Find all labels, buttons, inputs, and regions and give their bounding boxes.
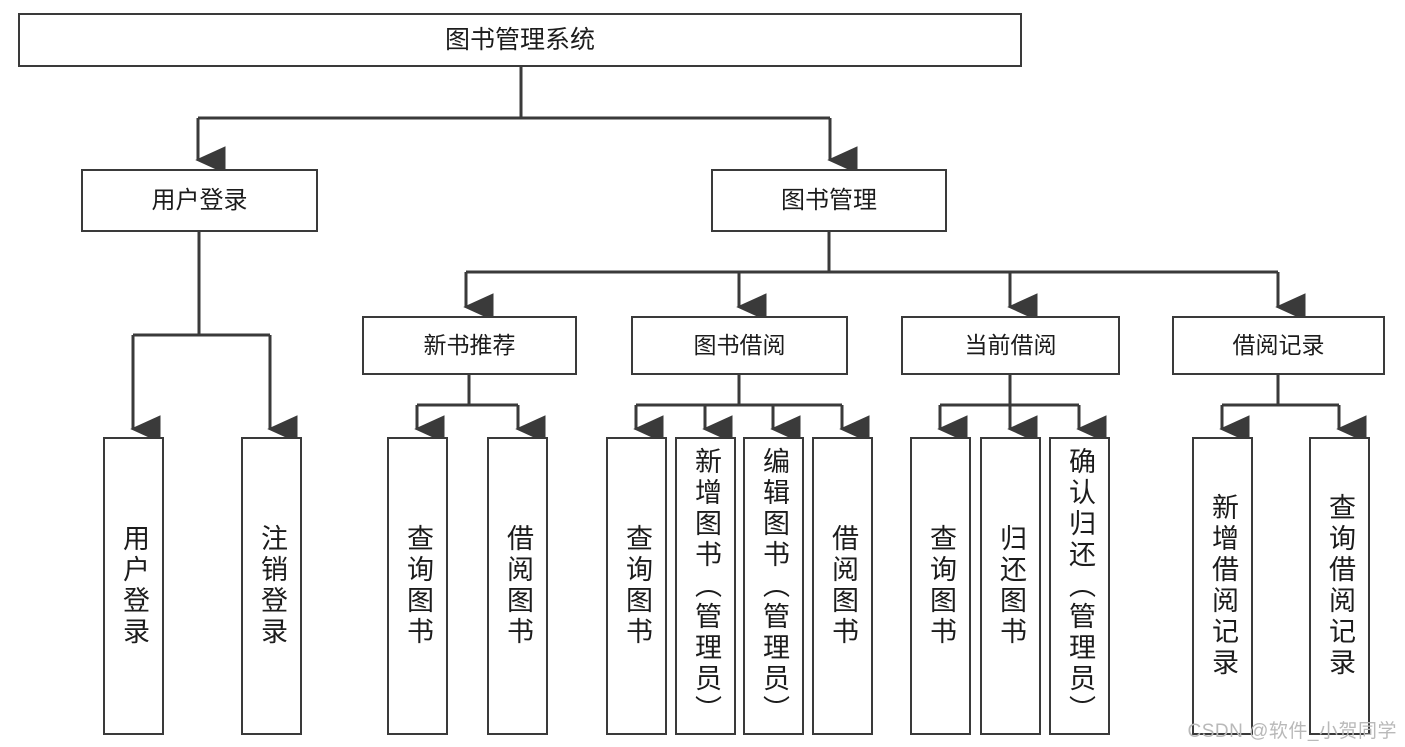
node-label: 借阅图书	[828, 524, 859, 648]
leaf-borrow-book[interactable]: 借阅图书	[812, 437, 873, 735]
node-label: 查询图书	[622, 524, 653, 648]
node-label: 查询图书	[403, 524, 434, 648]
leaf-query-book-new[interactable]: 查询图书	[387, 437, 448, 735]
leaf-return-book[interactable]: 归还图书	[980, 437, 1041, 735]
leaf-logout[interactable]: 注销登录	[241, 437, 302, 735]
node-book-management[interactable]: 图书管理	[711, 169, 947, 232]
leaf-query-book-borrow[interactable]: 查询图书	[606, 437, 667, 735]
node-label: 图书管理	[781, 186, 877, 214]
node-current-borrow[interactable]: 当前借阅	[901, 316, 1120, 375]
node-new-book-recommend[interactable]: 新书推荐	[362, 316, 577, 375]
leaf-edit-book-admin[interactable]: 编辑图书（管理员）	[743, 437, 804, 735]
leaf-user-login[interactable]: 用户登录	[103, 437, 164, 735]
node-label: 确认归还（管理员）	[1065, 446, 1096, 726]
node-book-management-system[interactable]: 图书管理系统	[18, 13, 1022, 67]
node-label: 注销登录	[257, 524, 288, 648]
node-user-login[interactable]: 用户登录	[81, 169, 318, 232]
node-label: 新增图书（管理员）	[691, 446, 722, 726]
node-label: 新书推荐	[423, 332, 516, 359]
leaf-borrow-book-new[interactable]: 借阅图书	[487, 437, 548, 735]
node-label: 归还图书	[996, 524, 1027, 648]
node-borrow-record[interactable]: 借阅记录	[1172, 316, 1385, 375]
node-label: 图书管理系统	[444, 25, 595, 54]
csdn-watermark: CSDN @软件_小贺同学	[1187, 721, 1397, 742]
node-book-borrow[interactable]: 图书借阅	[631, 316, 848, 375]
node-label: 借阅图书	[503, 524, 534, 648]
node-label: 用户登录	[151, 186, 248, 214]
node-label: 图书借阅	[693, 332, 786, 359]
node-label: 借阅记录	[1232, 332, 1325, 359]
node-label: 当前借阅	[964, 332, 1057, 359]
leaf-add-borrow-record[interactable]: 新增借阅记录	[1192, 437, 1253, 735]
node-label: 新增借阅记录	[1208, 493, 1239, 679]
node-label: 编辑图书（管理员）	[759, 446, 790, 726]
leaf-add-book-admin[interactable]: 新增图书（管理员）	[675, 437, 736, 735]
node-label: 用户登录	[119, 524, 150, 648]
leaf-query-book-current[interactable]: 查询图书	[910, 437, 971, 735]
node-label: 查询借阅记录	[1325, 493, 1356, 679]
leaf-confirm-return-admin[interactable]: 确认归还（管理员）	[1049, 437, 1110, 735]
node-label: 查询图书	[926, 524, 957, 648]
leaf-query-borrow-record[interactable]: 查询借阅记录	[1309, 437, 1370, 735]
